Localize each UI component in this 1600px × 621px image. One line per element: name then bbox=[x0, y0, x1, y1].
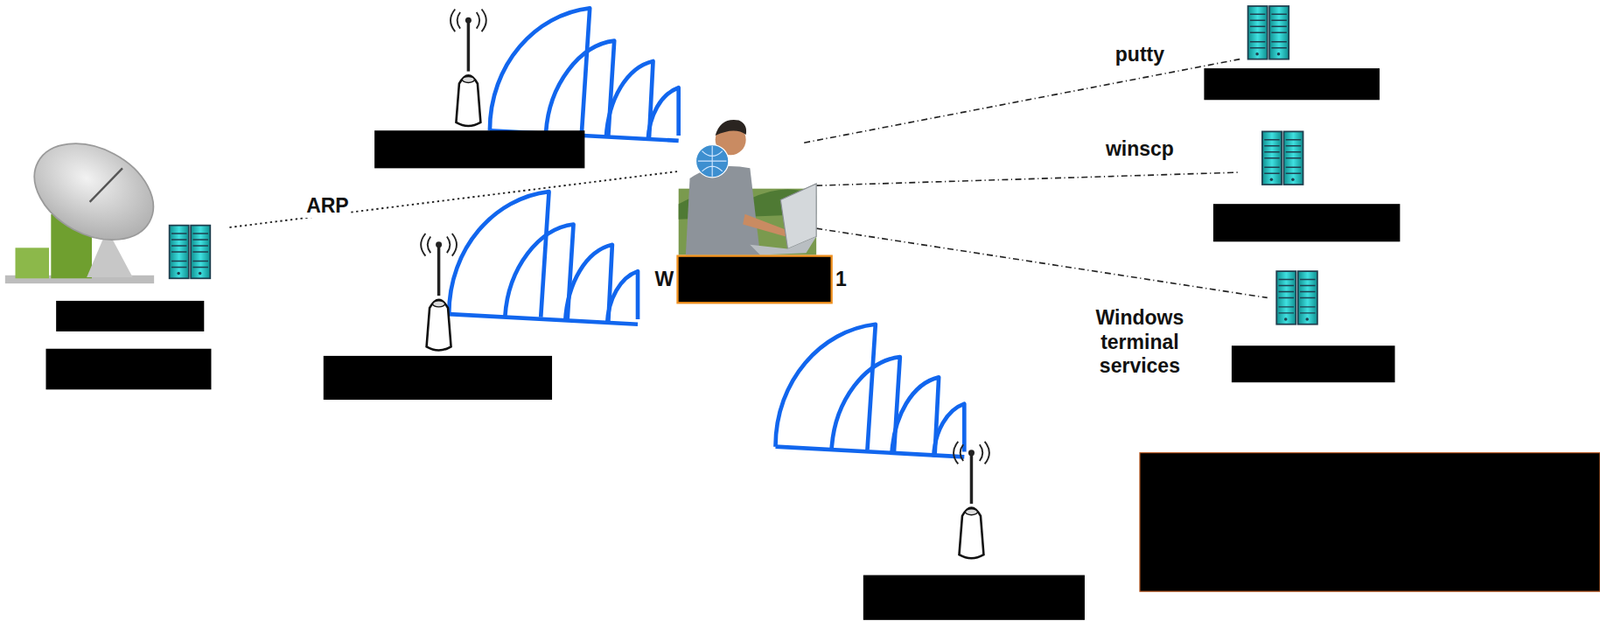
edge-label: Windows terminal services bbox=[1077, 306, 1202, 379]
access-point bbox=[953, 441, 990, 559]
redaction-box bbox=[45, 349, 211, 391]
caption-fragment: 1 bbox=[833, 267, 849, 293]
redaction-box bbox=[1203, 68, 1380, 100]
person-arm bbox=[742, 214, 788, 238]
dish-feed bbox=[90, 167, 123, 202]
person-hair bbox=[715, 119, 747, 136]
dish-building bbox=[14, 247, 49, 279]
redaction-box bbox=[863, 575, 1085, 621]
person-shirt bbox=[685, 166, 761, 255]
redaction-panel bbox=[1139, 453, 1600, 593]
terminal-line bbox=[816, 228, 1268, 298]
laptop-base bbox=[749, 236, 817, 255]
arp-line bbox=[229, 171, 678, 228]
wifi-waves bbox=[489, 7, 679, 141]
redaction-box bbox=[1231, 345, 1396, 383]
access-point bbox=[420, 233, 457, 350]
server-icon bbox=[169, 225, 211, 280]
edge-label: putty bbox=[1113, 42, 1167, 68]
redaction-box bbox=[374, 130, 585, 168]
putty-line bbox=[803, 59, 1240, 144]
user-with-laptop bbox=[678, 119, 817, 255]
caption-fragment: W bbox=[652, 267, 676, 293]
dish-reflector bbox=[17, 124, 170, 259]
wifi-waves bbox=[448, 191, 638, 325]
server-icon bbox=[1248, 6, 1290, 60]
redaction-box bbox=[55, 300, 204, 332]
winscp-line bbox=[816, 172, 1240, 186]
redaction-box bbox=[677, 256, 832, 304]
edge-label: ARP bbox=[304, 194, 351, 219]
server-icon bbox=[1276, 271, 1318, 325]
satellite-dish bbox=[5, 124, 170, 284]
server-icon bbox=[1262, 131, 1304, 185]
wifi-waves bbox=[775, 324, 965, 458]
access-point bbox=[450, 8, 487, 126]
redaction-box bbox=[1213, 203, 1400, 242]
edge-label: winscp bbox=[1103, 137, 1176, 162]
globe-badge bbox=[696, 145, 729, 178]
globe-lines bbox=[698, 146, 727, 177]
redaction-box bbox=[323, 356, 552, 400]
